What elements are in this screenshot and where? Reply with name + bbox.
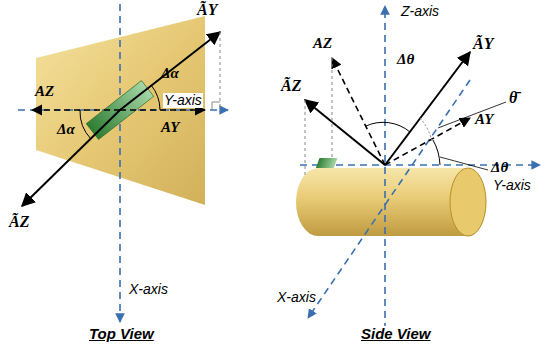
vector (332, 58, 385, 165)
angle-arc (151, 85, 160, 110)
projection (332, 58, 333, 160)
vector-label: ÃY (196, 2, 218, 19)
projection (220, 32, 221, 108)
leader-line (440, 157, 488, 170)
right-angle (212, 102, 220, 110)
vector-label: AZ (312, 36, 333, 52)
angle-arc (420, 118, 432, 142)
view-title: Side View (360, 326, 431, 342)
angle-label: θ̄ (508, 90, 518, 107)
angle-label: Δθ (396, 52, 415, 68)
vector-label: AY (160, 120, 180, 136)
leader-line (438, 102, 506, 128)
x-axis-line (308, 80, 470, 318)
vector (120, 32, 220, 110)
cylinder-end (450, 168, 486, 236)
vector-label: ÃZ (280, 78, 302, 95)
projection (305, 100, 306, 178)
x-axis-line (119, 4, 121, 322)
axis-label: Z-axis (400, 4, 440, 19)
vector-label: ÃZ (8, 214, 30, 231)
angle-label: Δα (56, 122, 76, 138)
vector-label: AZ (34, 84, 55, 100)
angle-label: Δθ (490, 160, 509, 176)
vector-label: AY (474, 112, 494, 128)
axis-label: X-axis (128, 282, 169, 297)
y-axis-line (18, 109, 228, 111)
vector (305, 100, 385, 165)
vector (22, 110, 120, 206)
angle-arc (433, 140, 440, 165)
cylinder (296, 168, 486, 236)
vector (32, 109, 120, 111)
z-axis-line (384, 6, 386, 330)
green-element (316, 158, 338, 168)
vector (120, 109, 205, 111)
angle-arc (80, 110, 91, 139)
axis-label: Y-axis (492, 178, 532, 193)
axis-label: X-axis (276, 290, 317, 305)
vector-label: ÃY (472, 36, 494, 53)
vector (385, 52, 470, 165)
axis-label: Y-axis (163, 93, 203, 108)
angle-arc (366, 122, 410, 132)
view-title: Top View (88, 326, 155, 342)
angle-label: Δα (160, 66, 180, 82)
